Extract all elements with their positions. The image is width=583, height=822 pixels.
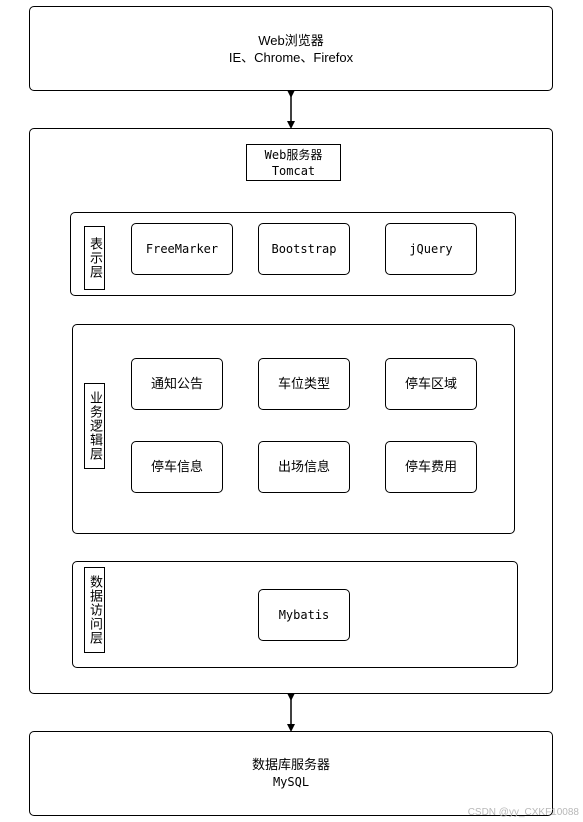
business-logic-layer bbox=[72, 324, 515, 534]
web-browser-box: Web浏览器 IE、Chrome、Firefox bbox=[29, 6, 553, 91]
presentation-layer-label: 表示层 bbox=[84, 226, 105, 290]
database-server-title: 数据库服务器 bbox=[251, 758, 330, 773]
bootstrap-box: Bootstrap bbox=[258, 223, 350, 275]
web-server-title-box: Web服务器 Tomcat bbox=[246, 144, 341, 181]
exit-info-box: 出场信息 bbox=[258, 441, 350, 493]
database-server-box: 数据库服务器 MySQL bbox=[29, 731, 553, 816]
notice-box: 通知公告 bbox=[131, 358, 223, 410]
space-type-box: 车位类型 bbox=[258, 358, 350, 410]
database-server-subtitle: MySQL bbox=[272, 775, 310, 789]
mybatis-box: Mybatis bbox=[258, 589, 350, 641]
freemarker-box: FreeMarker bbox=[131, 223, 233, 275]
web-server-title: Web服务器 bbox=[264, 147, 323, 162]
web-browser-title: Web浏览器 bbox=[258, 32, 324, 48]
data-access-layer-label: 数据访问层 bbox=[84, 567, 105, 653]
jquery-box: jQuery bbox=[385, 223, 477, 275]
csdn-watermark: CSDN @yy_CXKF10088 bbox=[467, 807, 579, 818]
parking-info-box: 停车信息 bbox=[131, 441, 223, 493]
web-browser-subtitle: IE、Chrome、Firefox bbox=[228, 49, 354, 65]
parking-fee-box: 停车费用 bbox=[385, 441, 477, 493]
web-server-subtitle: Tomcat bbox=[271, 163, 316, 178]
parking-area-box: 停车区域 bbox=[385, 358, 477, 410]
business-logic-layer-label: 业务逻辑层 bbox=[84, 383, 105, 469]
